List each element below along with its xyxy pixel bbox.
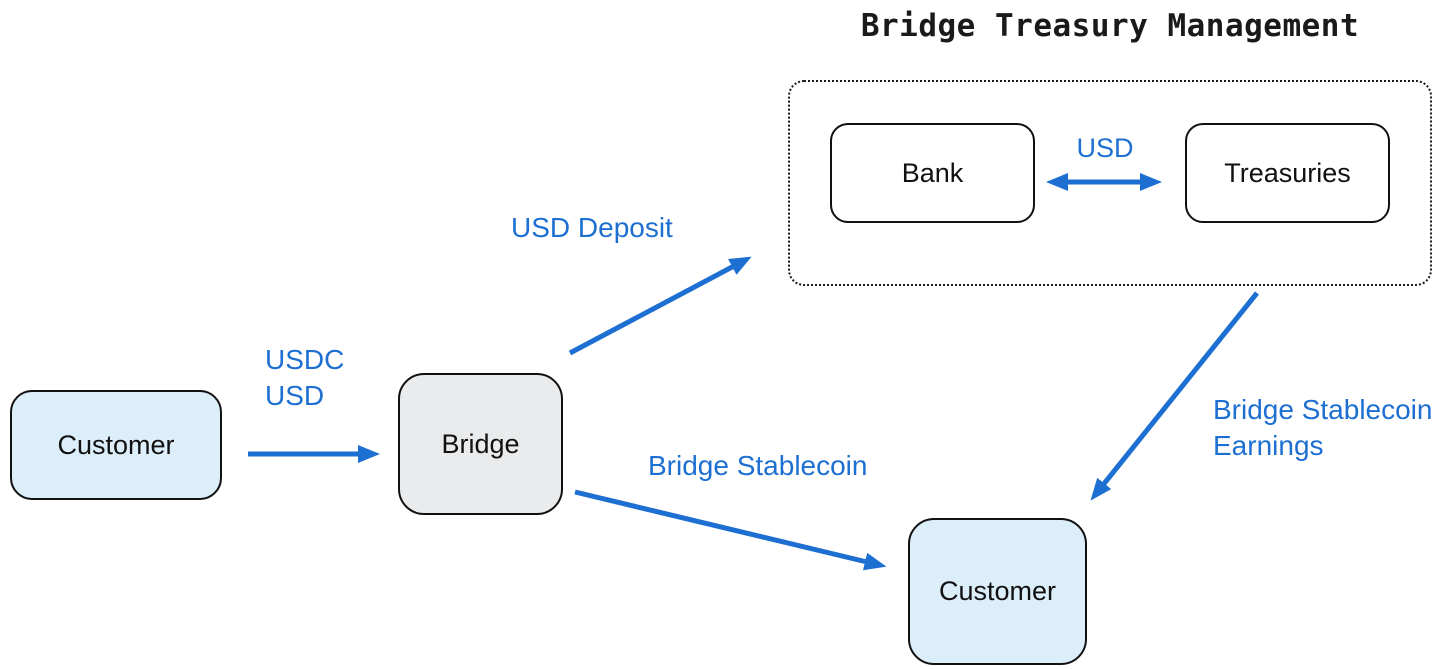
edge-label-stablecoin-earnings: Bridge Stablecoin Earnings xyxy=(1213,392,1432,464)
edge-label-usd-line: USD xyxy=(265,380,325,411)
node-customer-left: Customer xyxy=(10,390,222,500)
node-customer-left-label: Customer xyxy=(57,429,175,460)
node-bank: Bank xyxy=(830,123,1035,223)
edge-label-usdc-usd: USDC USD xyxy=(265,342,344,414)
edge-label-usdc-line: USDC xyxy=(265,344,345,375)
treasury-group-container xyxy=(788,80,1432,286)
edge-label-bank-treasuries-usd: USD xyxy=(1076,133,1134,163)
edge-label-stablecoin-earnings-line1: Bridge Stablecoin xyxy=(1213,394,1433,425)
node-bridge-label: Bridge xyxy=(441,428,520,459)
edge-label-bridge-stablecoin: Bridge Stablecoin xyxy=(648,450,868,481)
diagram-title: Bridge Treasury Management xyxy=(860,8,1360,44)
node-customer-bottom-label: Customer xyxy=(938,576,1057,606)
node-treasuries: Treasuries xyxy=(1185,123,1390,223)
edge-label-stablecoin-earnings-line2: Earnings xyxy=(1213,430,1324,461)
node-treasuries-label: Treasuries xyxy=(1224,157,1351,188)
node-bridge: Bridge xyxy=(398,373,563,515)
node-bank-label: Bank xyxy=(901,157,964,188)
arrow-bridge-to-treasury-group xyxy=(568,256,752,356)
arrow-bridge-to-customer xyxy=(574,489,887,571)
node-customer-bottom: Customer xyxy=(908,518,1087,665)
arrow-treasury-group-to-customer xyxy=(1090,291,1259,501)
edge-label-usd-deposit: USD Deposit xyxy=(511,212,673,243)
